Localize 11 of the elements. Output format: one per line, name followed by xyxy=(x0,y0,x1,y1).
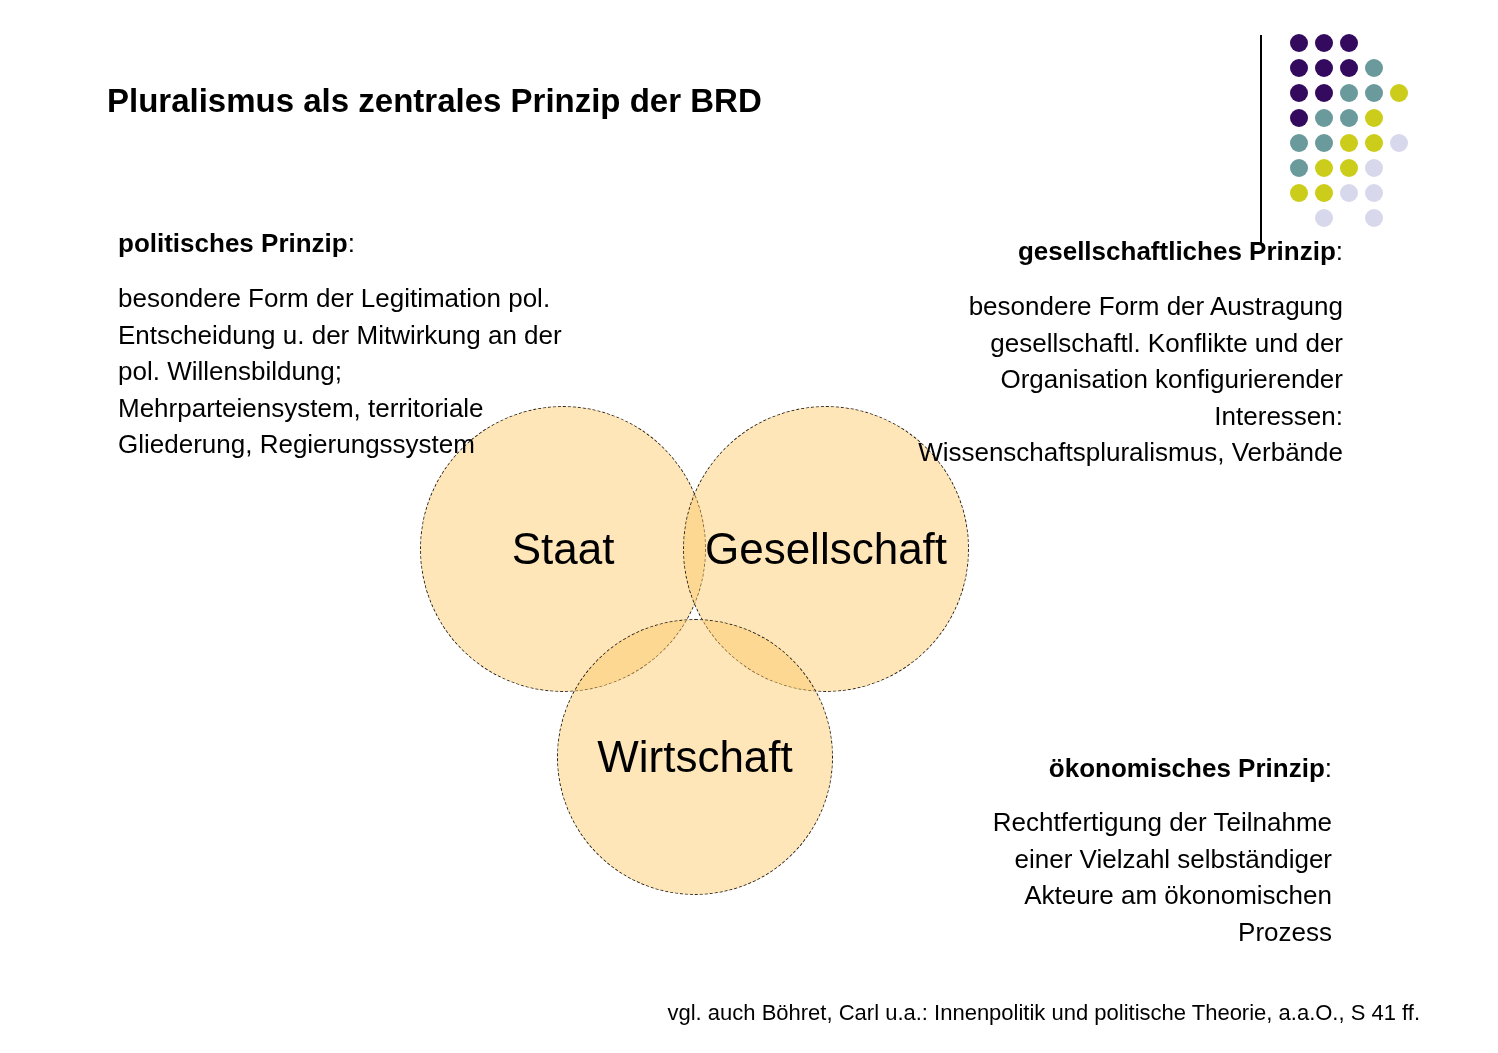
body-text: besondere Form der Austragung gesellschaftl. Konflikte und der Organisation konfigurierender Interessen: Wissenschaftspluralismus, Verbände xyxy=(917,290,1343,469)
section-heading: politisches Prinzip: xyxy=(118,227,355,260)
section-heading: ökonomisches Prinzip: xyxy=(1048,752,1332,785)
circle-label: Gesellschaft xyxy=(704,524,948,574)
body-text: Rechtfertigung der Teilnahme einer Vielzahl selbständiger Akteure am ökonomischen Prozess xyxy=(991,806,1332,949)
body-text: besondere Form der Legitimation pol. Entscheidung u. der Mitwirkung an der pol. Willensbildung; Mehrparteiensystem, territoriale Gliederung, Regierungssystem xyxy=(118,282,563,461)
caption: vgl. auch Böhret, Carl u.a.: Innenpolitik und politische Theorie, a.a.O., S 41 ff. xyxy=(667,1000,1420,1026)
section-heading: gesellschaftliches Prinzip: xyxy=(1017,235,1343,268)
title: Pluralismus als zentrales Prinzip der BRD xyxy=(107,82,762,120)
circle-label: Wirtschaft xyxy=(597,732,793,782)
circle-label: Staat xyxy=(511,524,615,574)
